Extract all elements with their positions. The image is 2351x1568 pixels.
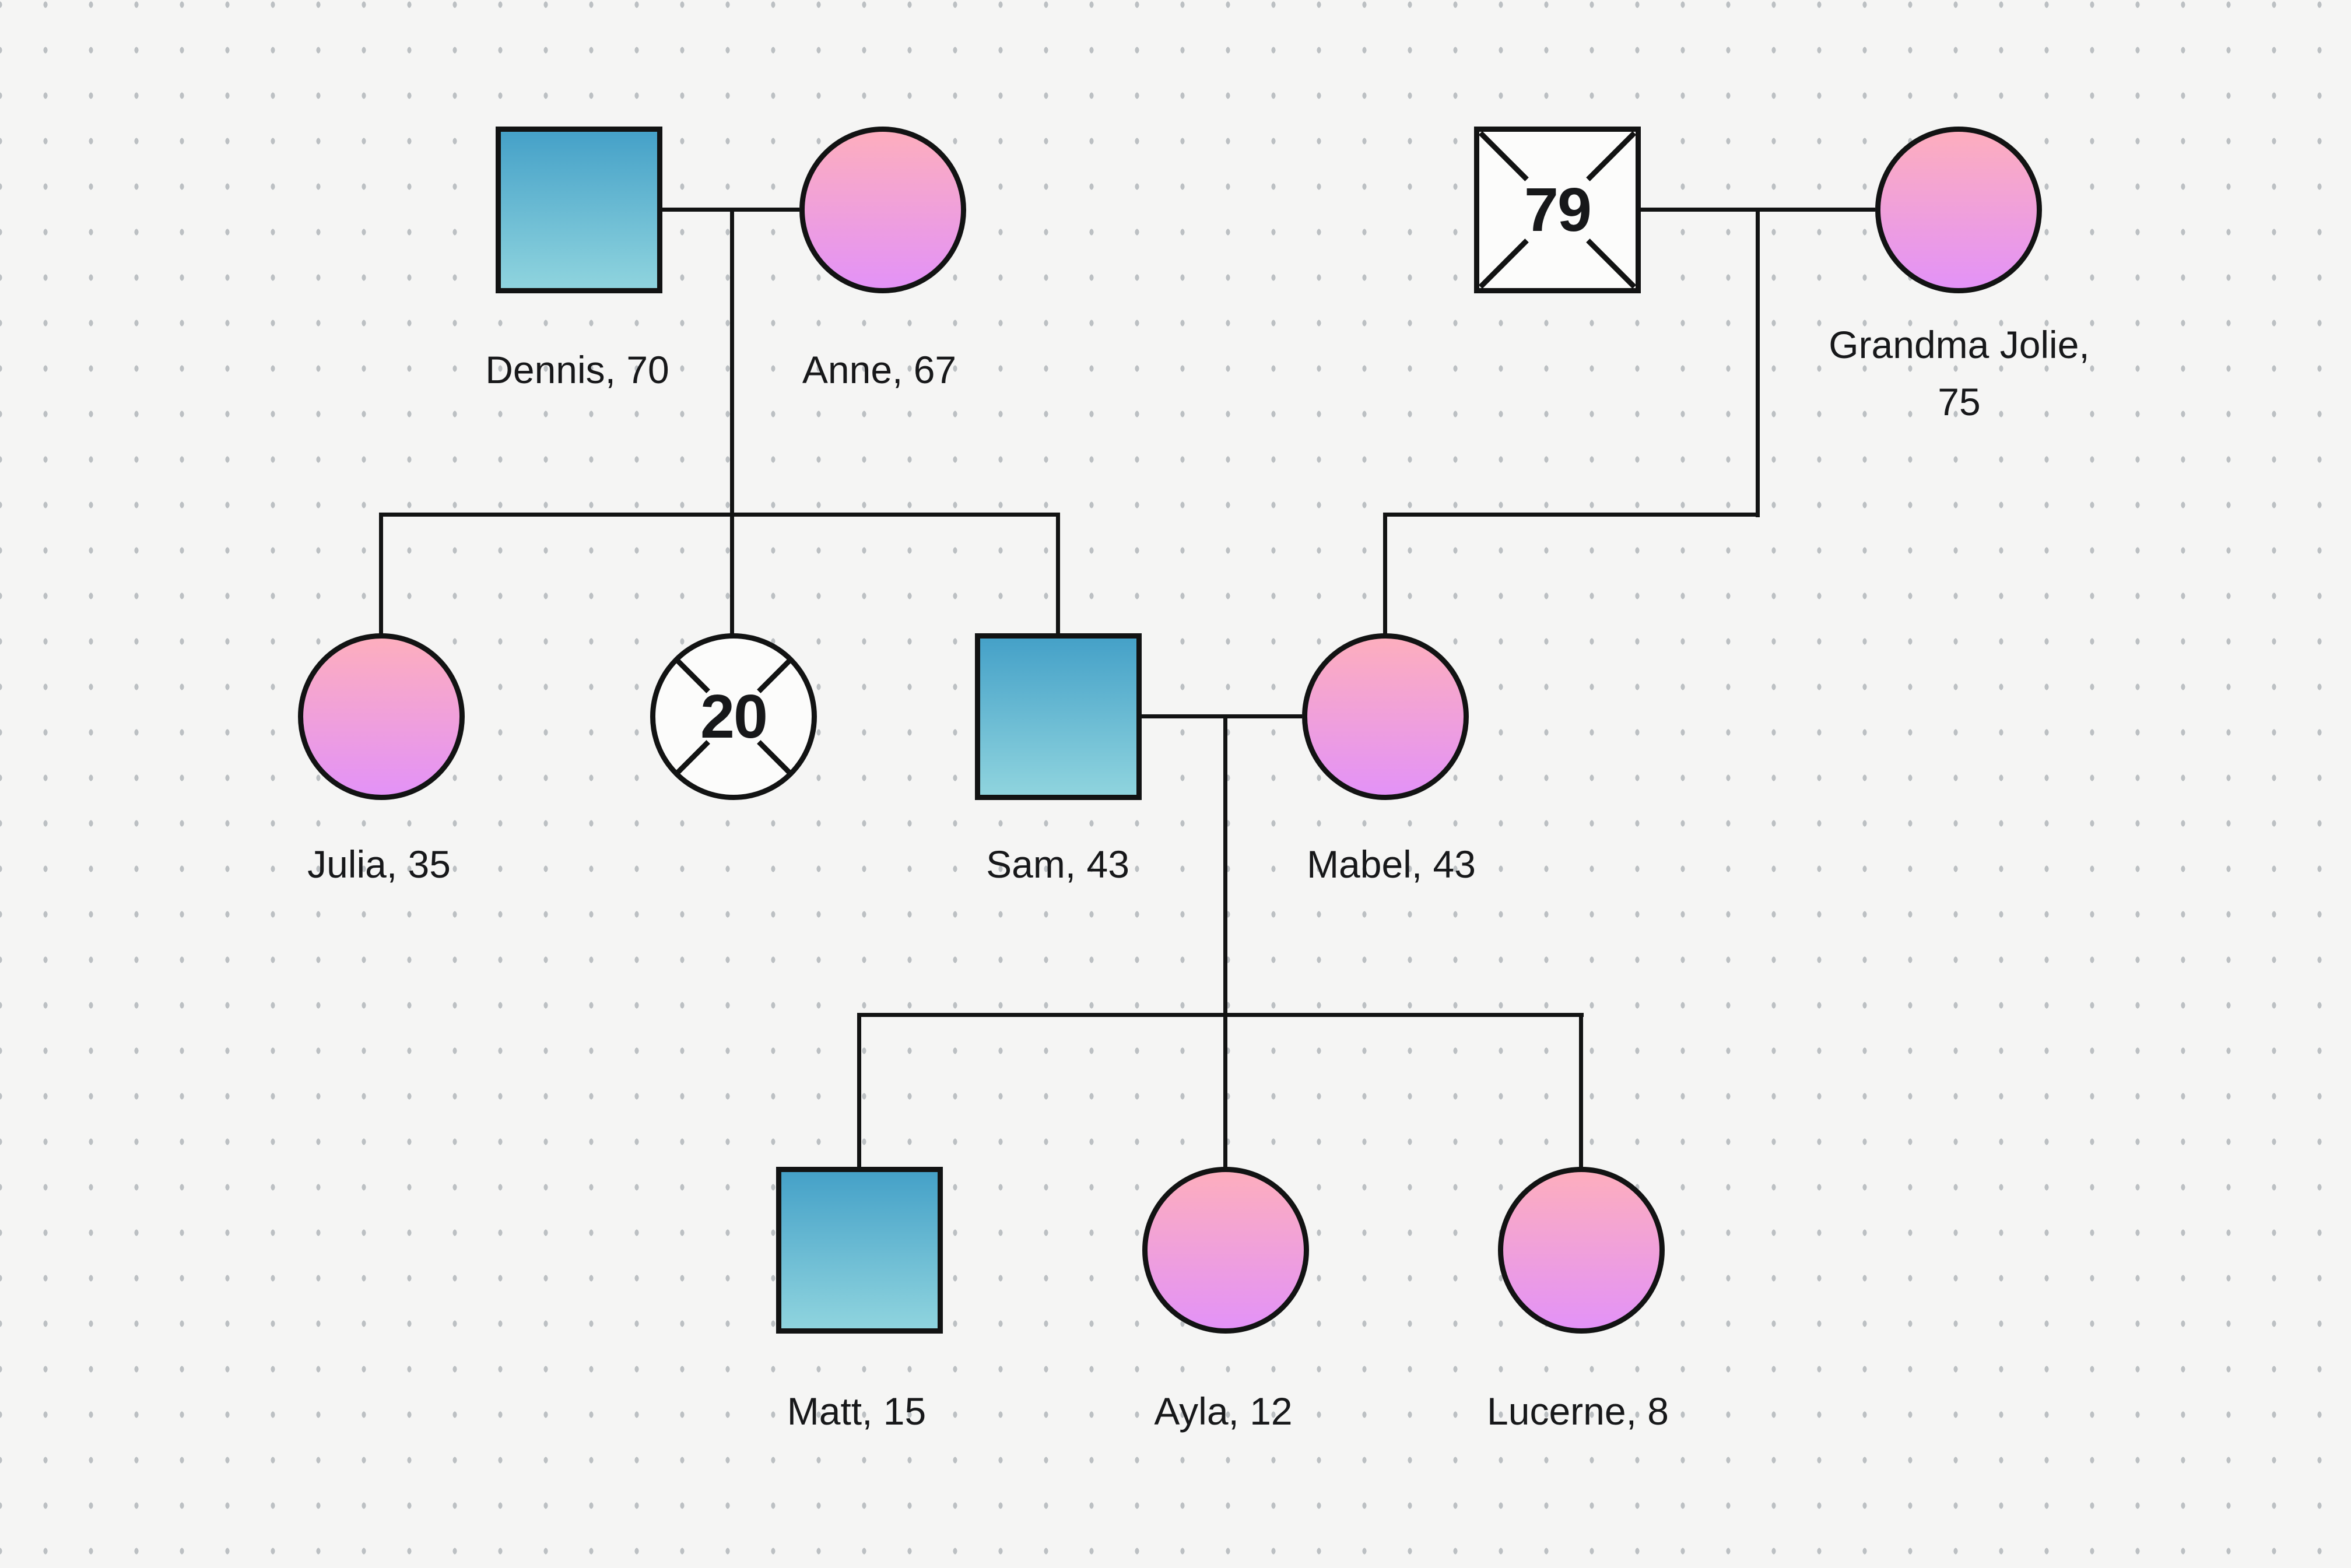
connector-drop-sam xyxy=(1056,515,1060,636)
age-at-death: 20 xyxy=(700,682,768,751)
connector-siblings-gen3 xyxy=(857,1013,1584,1017)
person-label-jolie: Grandma Jolie, 75 xyxy=(1829,316,2090,430)
connector-couple-sam-mabel xyxy=(1142,714,1302,718)
person-label-sam: Sam, 43 xyxy=(986,843,1129,886)
person-label-mabel: Mabel, 43 xyxy=(1307,843,1476,886)
person-node-sam[interactable] xyxy=(975,633,1142,800)
person-node-julia[interactable] xyxy=(298,633,465,800)
person-node-lucerne[interactable] xyxy=(1498,1167,1665,1334)
person-node-dennis[interactable] xyxy=(496,127,662,293)
connector-drop-sam-mabel-ayla xyxy=(1223,717,1227,1169)
person-node-anne[interactable] xyxy=(799,127,966,293)
person-node-jolie[interactable] xyxy=(1875,127,2042,293)
person-node-deceased-grandfather[interactable]: 79 xyxy=(1474,127,1641,293)
deceased-x-icon xyxy=(1479,131,1636,289)
connector-drop-mabel xyxy=(1383,515,1387,636)
connector-drop-dennis-anne xyxy=(730,210,734,636)
age-at-death: 79 xyxy=(1524,175,1592,244)
connector-couple-grandpa-jolie xyxy=(1641,208,1875,212)
person-label-dennis: Dennis, 70 xyxy=(485,348,669,391)
connector-couple-dennis-anne xyxy=(662,208,799,212)
deceased-x-icon xyxy=(676,659,791,774)
person-label-ayla: Ayla, 12 xyxy=(1154,1390,1293,1433)
person-node-ayla[interactable] xyxy=(1142,1167,1309,1334)
person-label-julia: Julia, 35 xyxy=(307,843,451,886)
person-label-matt: Matt, 15 xyxy=(787,1390,927,1433)
connector-drop-grandpa-jolie xyxy=(1756,210,1760,517)
person-label-anne: Anne, 67 xyxy=(802,348,957,391)
connector-drop-lucerne xyxy=(1579,1015,1583,1169)
connector-siblings-gen2-right xyxy=(1383,513,1760,517)
connector-siblings-gen2-left xyxy=(379,513,1060,517)
connector-drop-matt xyxy=(857,1015,861,1169)
person-label-jolie-line2: 75 xyxy=(1938,380,1981,423)
connector-drop-julia xyxy=(379,515,383,636)
person-label-lucerne: Lucerne, 8 xyxy=(1487,1390,1669,1433)
person-node-mabel[interactable] xyxy=(1302,633,1469,800)
person-label-jolie-line1: Grandma Jolie, xyxy=(1829,323,2090,366)
person-node-deceased-aunt[interactable]: 20 xyxy=(650,633,817,800)
person-node-matt[interactable] xyxy=(776,1167,943,1334)
